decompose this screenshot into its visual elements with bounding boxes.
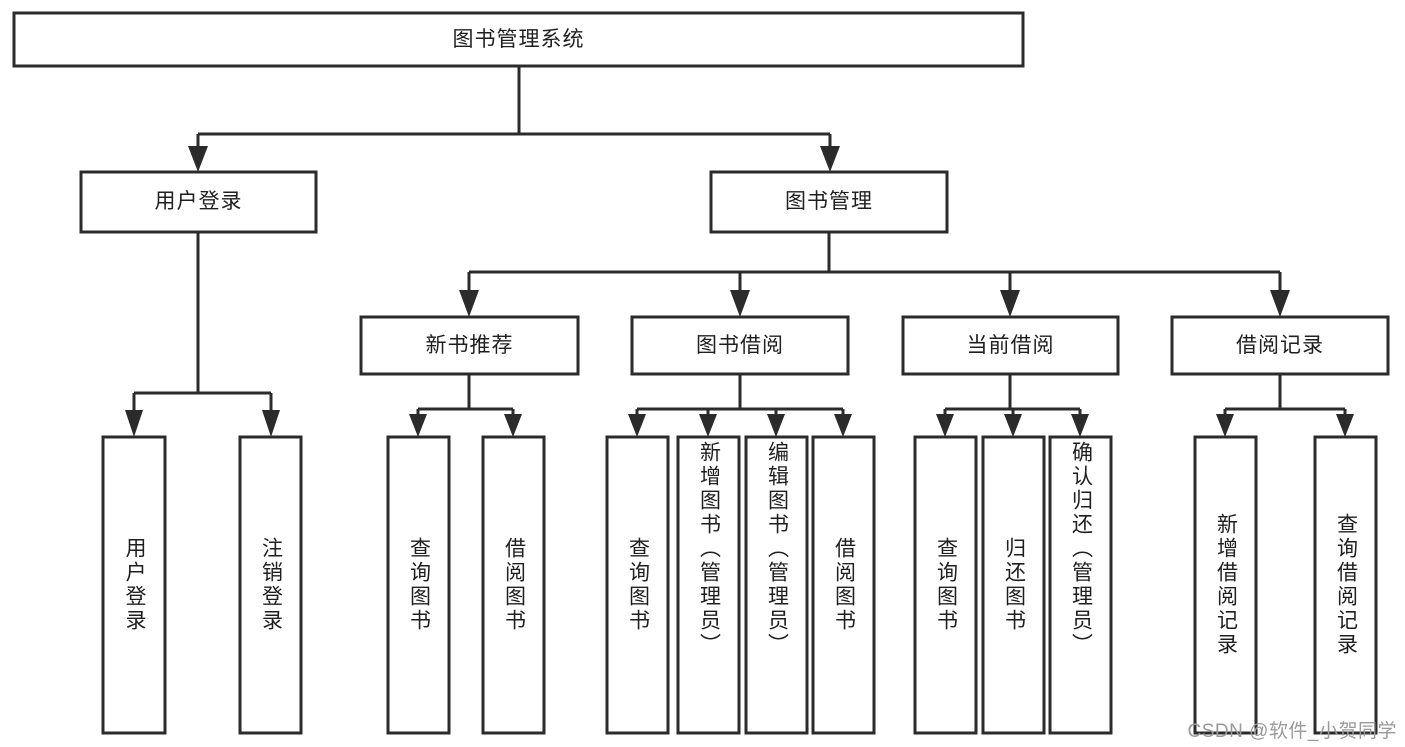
node-box-leaf-query-book-2[interactable] bbox=[605, 435, 670, 735]
connector-current-borrow-to-leaves bbox=[936, 374, 1089, 437]
node-box-leaf-logout[interactable] bbox=[238, 435, 303, 735]
node-box-book-management[interactable] bbox=[709, 170, 949, 234]
node-box-borrow-record[interactable] bbox=[1170, 315, 1390, 376]
node-box-leaf-query-record[interactable] bbox=[1313, 435, 1378, 735]
connector-user-login-to-leaves bbox=[125, 232, 280, 437]
node-box-leaf-user-login[interactable] bbox=[101, 435, 167, 735]
node-box-leaf-borrow-book-1[interactable] bbox=[481, 435, 546, 735]
node-box-leaf-query-book-3[interactable] bbox=[913, 435, 978, 735]
node-box-root[interactable] bbox=[12, 11, 1025, 68]
node-box-current-borrow[interactable] bbox=[901, 315, 1120, 376]
node-box-leaf-add-record[interactable] bbox=[1193, 435, 1258, 735]
connector-borrow-record-to-leaves bbox=[1216, 374, 1354, 437]
node-box-leaf-borrow-book-2[interactable] bbox=[811, 435, 876, 735]
node-box-leaf-add-book[interactable] bbox=[676, 435, 741, 735]
node-box-new-book-recommend[interactable] bbox=[359, 315, 580, 376]
node-box-user-login[interactable] bbox=[79, 170, 318, 234]
watermark: CSDN @软件_小贺同学 bbox=[1187, 721, 1397, 742]
connector-root-to-level2 bbox=[188, 66, 840, 172]
node-box-leaf-query-book-1[interactable] bbox=[386, 435, 451, 735]
connector-new-book-recommend-to-leaves bbox=[409, 374, 522, 437]
node-box-leaf-confirm-return[interactable] bbox=[1048, 435, 1113, 735]
connector-book-management-to-level3 bbox=[459, 232, 1290, 317]
node-box-book-borrow[interactable] bbox=[630, 315, 850, 376]
node-box-leaf-edit-book[interactable] bbox=[744, 435, 809, 735]
node-box-leaf-return-book[interactable] bbox=[981, 435, 1046, 735]
connector-book-borrow-to-leaves bbox=[628, 374, 852, 437]
